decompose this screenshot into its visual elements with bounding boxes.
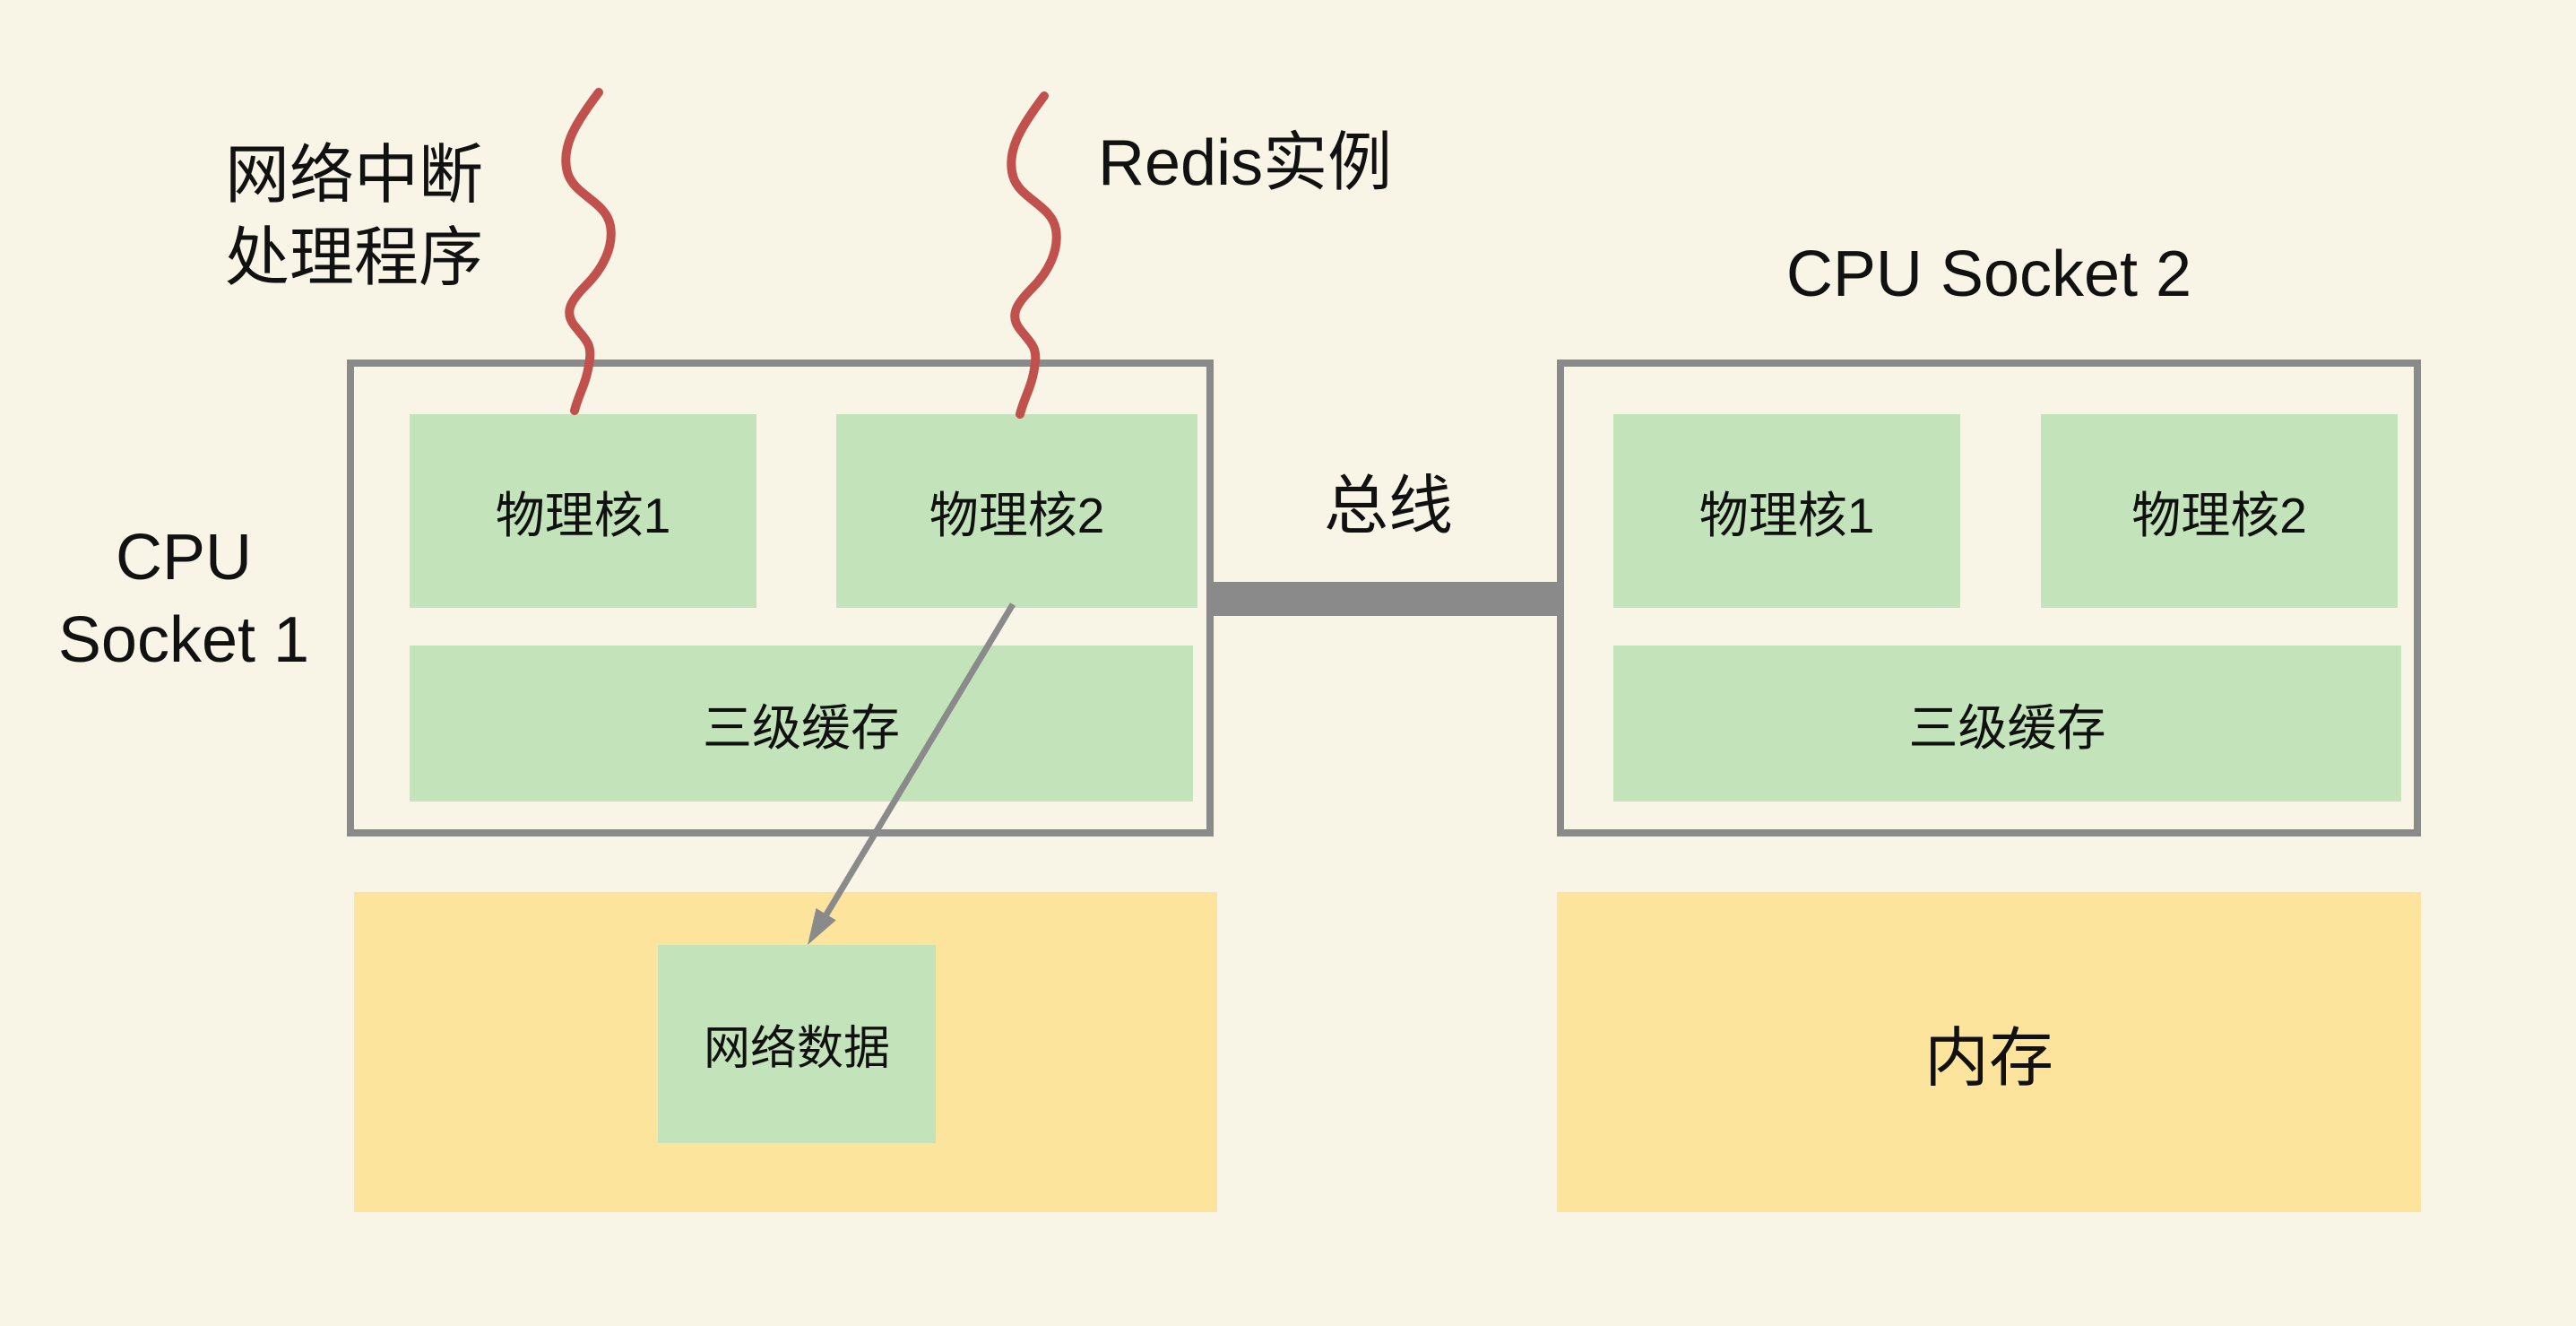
socket2-physical-core-1-box: 物理核1 <box>1613 414 1960 608</box>
memory-right-box: 内存 <box>1557 892 2421 1212</box>
cpu-socket-1-title: CPU Socket 1 <box>9 516 359 681</box>
redis-instance-label: Redis实例 <box>1098 127 1393 199</box>
interrupt-handler-line1: 网络中断 <box>224 140 483 212</box>
socket1-physical-core-1-box: 物理核1 <box>410 414 756 608</box>
memory-left-box: 网络数据 <box>354 892 1217 1212</box>
cpu-socket-1-title-line1: CPU <box>115 522 252 594</box>
socket1-physical-core-2-box: 物理核2 <box>836 414 1197 608</box>
cpu-socket-1-title-line2: Socket 1 <box>57 604 310 676</box>
network-data-box: 网络数据 <box>658 945 936 1143</box>
cpu-socket-2-box: 物理核1 物理核2 三级缓存 <box>1557 360 2421 836</box>
interrupt-handler-line2: 处理程序 <box>224 222 483 294</box>
memory-label: 内存 <box>1923 1023 2053 1095</box>
socket1-l3-cache-box: 三级缓存 <box>410 646 1193 802</box>
cpu-socket-2-title: CPU Socket 2 <box>1785 238 2192 310</box>
bus-bar <box>1210 582 1564 616</box>
socket2-physical-core-2-box: 物理核2 <box>2041 414 2398 608</box>
interrupt-handler-label: 网络中断 处理程序 <box>125 134 583 299</box>
bus-label: 总线 <box>1323 471 1453 542</box>
cpu-socket-1-box: 物理核1 物理核2 三级缓存 <box>347 360 1214 836</box>
socket2-l3-cache-box: 三级缓存 <box>1613 646 2401 802</box>
